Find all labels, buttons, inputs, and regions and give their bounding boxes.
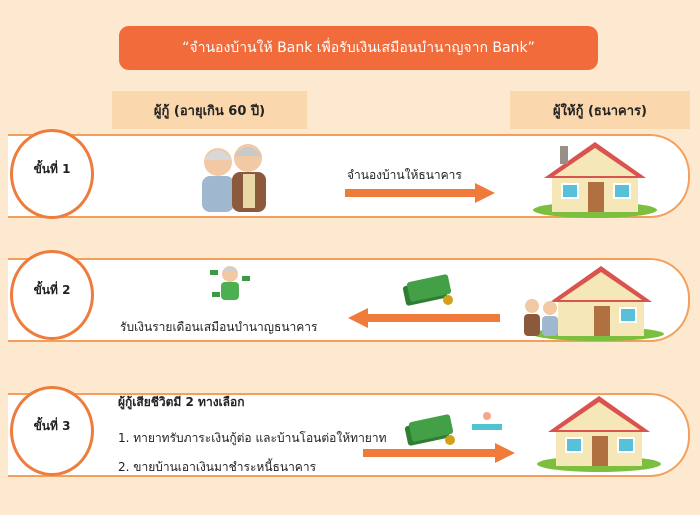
step-3-circle: ขั้นที่ 3 [10,386,94,476]
page-title: “จำนองบ้านให้ Bank เพื่อรับเงินเสมือนบำน… [119,26,598,70]
borrower-header-text: ผู้กู้ (อายุเกิน 60 ปี) [153,103,266,119]
arrow-right-icon [345,183,495,203]
money-stack-icon-2 [402,412,458,448]
step-1-circle: ขั้นที่ 1 [10,129,94,219]
money-stack-icon [400,272,456,308]
step-3-option-1: 1. ทายาทรับภาระเงินกู้ต่อ และบ้านโอนต่อใ… [118,431,387,445]
elderly-couple-icon [188,138,278,218]
elderly-woman-money-icon [208,262,252,306]
step-2-text: รับเงินรายเดือนเสมือนบำนาญธนาคาร [120,320,318,334]
house-with-couple-icon [518,260,668,342]
step-2-label: ขั้นที่ 2 [33,283,71,297]
borrower-header: ผู้กู้ (อายุเกิน 60 ปี) [112,91,307,129]
arrow-left-icon [348,308,500,328]
page-title-text: “จำนองบ้านให้ Bank เพื่อรับเงินเสมือนบำน… [182,40,535,56]
lender-header: ผู้ให้กู้ (ธนาคาร) [510,91,690,129]
step-1-text: จำนองบ้านให้ธนาคาร [347,168,462,182]
house-icon-2 [534,392,664,472]
lender-header-text: ผู้ให้กู้ (ธนาคาร) [553,103,647,119]
equal-sign-icon [472,412,502,436]
step-1-label: ขั้นที่ 1 [33,162,71,176]
house-icon [530,138,660,218]
step-2-circle: ขั้นที่ 2 [10,250,94,340]
step-3-label: ขั้นที่ 3 [33,419,71,433]
step-3-option-2: 2. ขายบ้านเอาเงินมาชำระหนี้ธนาคาร [118,460,317,474]
step-3-heading: ผู้กู้เสียชีวิตมี 2 ทางเลือก [118,395,245,409]
arrow-right-icon-2 [363,443,515,463]
